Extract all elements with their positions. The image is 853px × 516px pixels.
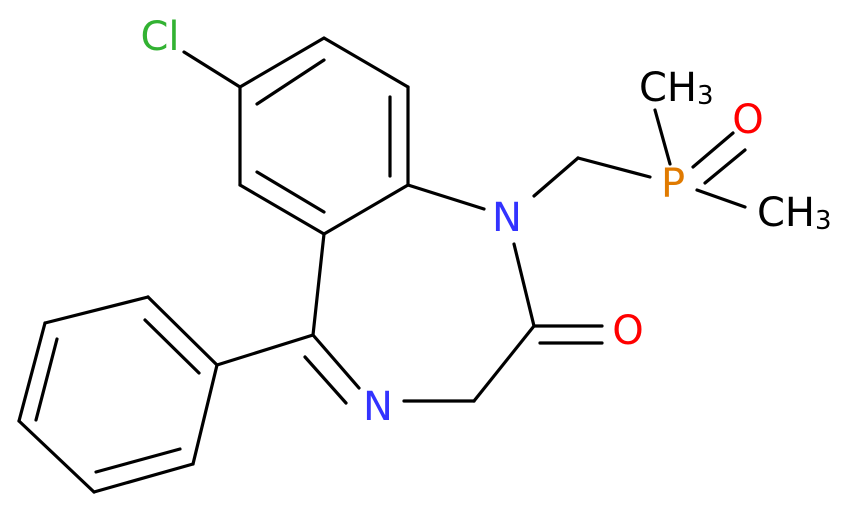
bond-ph-1-inner bbox=[143, 318, 201, 375]
bond-ph-4 bbox=[17, 419, 96, 494]
atom-o-carbonyl: O bbox=[612, 308, 643, 354]
bond-c5-phenyl bbox=[215, 333, 315, 367]
bond-n4-c5 bbox=[311, 333, 361, 390]
atom-ch3-top: CH3 bbox=[639, 65, 714, 111]
atom-ch3-right: CH3 bbox=[757, 190, 832, 236]
bond-ph-6 bbox=[191, 363, 219, 466]
bond-n4-c5-double bbox=[303, 355, 348, 405]
bond-p-o-double bbox=[703, 148, 747, 185]
bond-ph-3-inner bbox=[34, 337, 59, 422]
atom-o-phosphoryl: O bbox=[732, 97, 763, 143]
bond-ph-3 bbox=[17, 321, 47, 423]
bond-p-o bbox=[691, 131, 735, 169]
atom-label-layer: Cl N N O P O CH3 CH3 bbox=[140, 14, 831, 430]
bond-n1-c2 bbox=[512, 242, 536, 328]
bond-ph-5 bbox=[92, 462, 195, 494]
atom-n1: N bbox=[492, 195, 522, 241]
bond-ch2-p bbox=[576, 156, 652, 179]
bond-n1-ch2 bbox=[532, 156, 580, 198]
bond-layer bbox=[17, 36, 747, 494]
bond-ph-1 bbox=[146, 295, 219, 367]
bond-c5-ringa bbox=[311, 232, 326, 337]
bond-ring-a-1-inner bbox=[255, 58, 326, 106]
bond-ring-a-5-inner bbox=[255, 170, 326, 214]
atom-p: P bbox=[661, 161, 685, 207]
bond-ring-a-5 bbox=[238, 183, 326, 236]
atom-n4: N bbox=[363, 384, 393, 430]
bond-ring-a-4 bbox=[322, 183, 410, 236]
bond-c2-c3 bbox=[472, 324, 536, 403]
bond-ph-5-inner bbox=[94, 447, 182, 474]
bond-ring-a-2 bbox=[322, 36, 410, 89]
bond-ring-a-1 bbox=[238, 36, 326, 89]
bond-cl-c bbox=[182, 50, 242, 89]
bond-p-ch3-right bbox=[695, 188, 747, 209]
bond-ph-2 bbox=[43, 295, 150, 325]
bond-p-ch3-top bbox=[653, 108, 672, 166]
bond-ring-a-c-n1 bbox=[406, 183, 486, 211]
atom-cl: Cl bbox=[140, 14, 179, 60]
